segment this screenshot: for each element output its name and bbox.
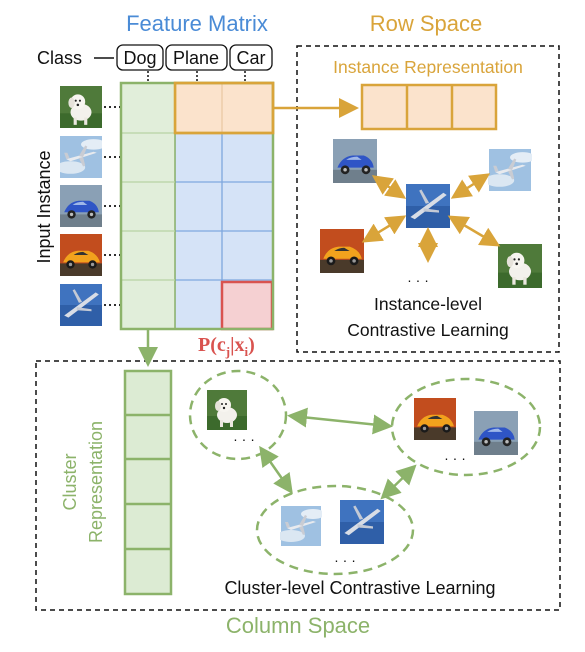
car-photo-icon	[320, 229, 364, 273]
class-label-plane: Plane	[173, 48, 219, 68]
class-box-plane	[165, 44, 228, 71]
column-space-title: Column Space	[226, 613, 370, 638]
instance-representation-label: Instance Representation	[333, 57, 523, 77]
class-label-car: Car	[236, 48, 265, 68]
cluster-plane-ellipsis: · · ·	[334, 552, 356, 568]
feature-matrix-title: Feature Matrix	[126, 11, 268, 36]
car-photo-icon	[60, 234, 102, 276]
cluster-representation-line2: Representation	[86, 421, 106, 543]
cluster-plane	[255, 484, 415, 576]
instance-contrastive-arrows	[361, 173, 501, 263]
instance-contrastive-line1: Instance-level	[374, 294, 482, 314]
plane-photo-icon	[280, 506, 322, 546]
cluster-contrastive-arrows	[259, 407, 417, 500]
class-prefix: Class	[37, 48, 82, 68]
probability-label: P(cj|xi)	[198, 334, 255, 359]
anchor-plane-icon	[406, 184, 450, 228]
cluster-car	[390, 377, 542, 477]
plane-photo-icon	[60, 284, 102, 326]
instance-contrastive-line2: Contrastive Learning	[347, 320, 508, 340]
column-space-box	[35, 360, 561, 611]
car-photo-icon	[60, 185, 102, 227]
cluster-representation-vector	[123, 369, 173, 596]
probability-cell	[220, 280, 274, 331]
input-instance-label: Input Instance	[34, 150, 54, 263]
car-photo-icon	[333, 139, 377, 183]
plane-photo-icon	[340, 500, 384, 544]
class-box-dog	[116, 44, 164, 71]
row-space-title: Row Space	[370, 11, 483, 36]
cluster-dog	[188, 369, 288, 461]
car-photo-icon	[474, 411, 518, 455]
car-photo-icon	[414, 398, 456, 440]
instance-ellipsis: · · ·	[407, 272, 429, 288]
feature-matrix	[119, 81, 275, 331]
cluster-dog-ellipsis: · · ·	[233, 431, 255, 447]
cluster-representation-line1: Cluster	[60, 453, 80, 510]
plane-photo-icon	[488, 149, 532, 191]
plane-photo-icon	[60, 136, 102, 178]
matrix-first-row	[174, 82, 274, 134]
dog-photo-icon	[60, 86, 102, 128]
cluster-column	[120, 82, 176, 330]
class-box-car	[229, 44, 273, 71]
instance-representation-vector	[360, 83, 498, 131]
class-label-dog: Dog	[123, 48, 156, 68]
row-space-box	[296, 45, 560, 353]
instance-dotted-connectors	[104, 106, 120, 306]
dog-photo-icon	[498, 244, 542, 288]
cluster-car-ellipsis: · · ·	[444, 450, 466, 466]
dog-photo-icon	[207, 390, 247, 430]
cluster-contrastive-label: Cluster-level Contrastive Learning	[224, 578, 495, 598]
